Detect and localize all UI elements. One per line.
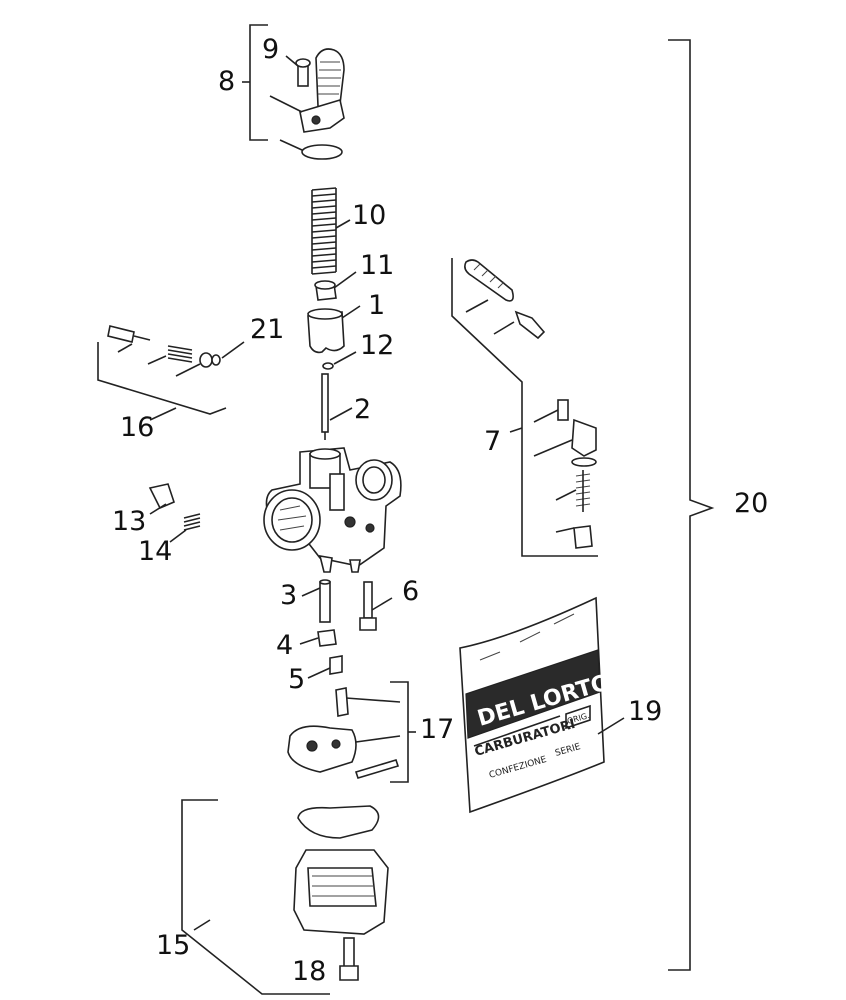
callout-17: 17 (420, 714, 455, 745)
callout-4: 4 (276, 630, 294, 661)
callout-2: 2 (354, 394, 372, 425)
callout-18: 18 (292, 956, 327, 987)
callout-11: 11 (360, 250, 395, 281)
callout-20: 20 (734, 488, 769, 519)
callout-14: 14 (138, 536, 173, 567)
callout-12: 12 (360, 330, 395, 361)
callout-10: 10 (352, 200, 387, 231)
callout-16: 16 (120, 412, 155, 443)
part-4-jet (299, 629, 337, 647)
part-3-jet-tube (301, 579, 331, 623)
callout-8: 8 (218, 66, 236, 97)
part-19-package: DEL LORTO ORIG. CARBURATORI CONFEZIONE S… (459, 596, 625, 814)
bracket-17-assembly (287, 681, 416, 783)
callout-19: 19 (628, 696, 663, 727)
part-10-spring (311, 187, 351, 275)
part-1-slide (307, 305, 361, 354)
callout-3: 3 (280, 580, 298, 611)
part-6-screw (359, 581, 393, 631)
callout-1: 1 (368, 290, 386, 321)
callout-5: 5 (288, 664, 306, 695)
bracket-7-assembly (451, 258, 598, 557)
callout-13: 13 (112, 506, 147, 537)
part-12-clip (322, 351, 357, 370)
callout-15: 15 (156, 930, 191, 961)
callout-7: 7 (484, 426, 502, 457)
part-14-spring (169, 513, 201, 543)
carburettor-body (263, 447, 402, 573)
bracket-15-assembly (181, 799, 389, 995)
part-2-needle (321, 373, 353, 440)
part-8-cap-assembly (269, 48, 345, 160)
part-5-jet (307, 655, 343, 679)
part-13-screw (148, 483, 175, 515)
brace-20 (668, 39, 715, 971)
callout-9: 9 (262, 34, 280, 65)
callout-6: 6 (402, 576, 420, 607)
callout-21: 21 (250, 314, 285, 345)
bracket-16-assembly (97, 325, 245, 421)
part-11-retainer (314, 271, 357, 301)
part-9-screw (285, 55, 311, 87)
